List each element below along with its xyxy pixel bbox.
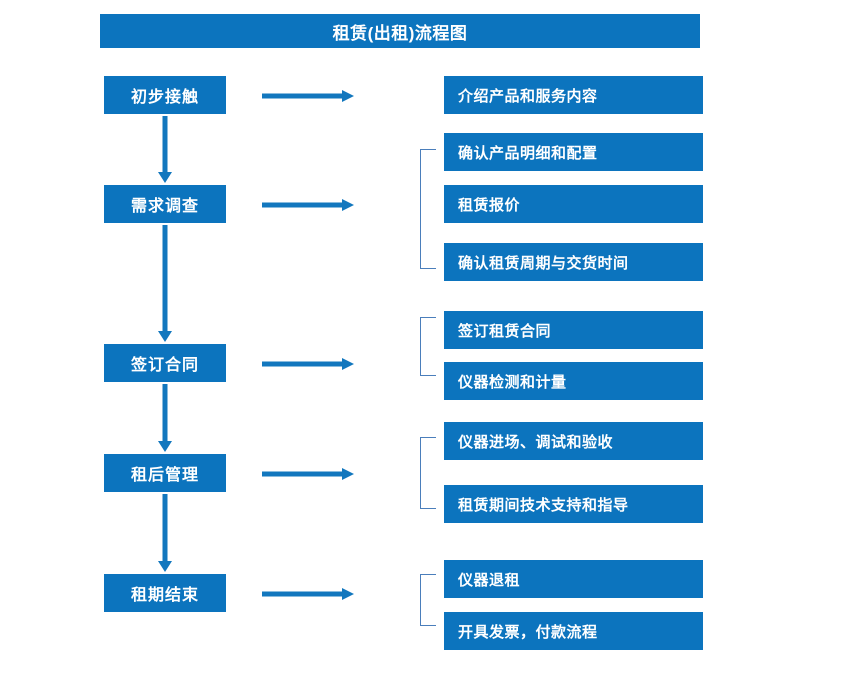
stage-box[interactable]: 需求调查 <box>104 185 226 223</box>
detail-box[interactable]: 签订租赁合同 <box>444 311 703 349</box>
detail-box[interactable]: 租赁期间技术支持和指导 <box>444 485 703 523</box>
stage-box[interactable]: 租后管理 <box>104 454 226 492</box>
stage-box[interactable]: 签订合同 <box>104 344 226 382</box>
detail-box[interactable]: 开具发票，付款流程 <box>444 612 703 650</box>
detail-box[interactable]: 仪器检测和计量 <box>444 362 703 400</box>
arrow-to-end-group <box>262 587 354 601</box>
arrow-to-aftercare-group <box>262 467 354 481</box>
arrow-to-intro <box>262 89 354 103</box>
detail-box[interactable]: 确认租赁周期与交货时间 <box>444 243 703 281</box>
arrow-aftercare-to-end <box>157 494 173 572</box>
detail-box[interactable]: 确认产品明细和配置 <box>444 133 703 171</box>
bracket-aftercare-details <box>420 437 436 509</box>
arrow-survey-to-contract <box>157 225 173 342</box>
arrow-to-contract-group <box>262 357 354 371</box>
arrow-contract-to-aftercare <box>157 384 173 452</box>
bracket-contract-details <box>420 317 436 376</box>
detail-box[interactable]: 仪器进场、调试和验收 <box>444 422 703 460</box>
arrow-to-survey-group <box>262 198 354 212</box>
detail-box[interactable]: 介绍产品和服务内容 <box>444 76 703 114</box>
detail-box[interactable]: 租赁报价 <box>444 185 703 223</box>
bracket-survey-details <box>420 149 436 269</box>
bracket-end-details <box>420 574 436 626</box>
stage-box[interactable]: 租期结束 <box>104 574 226 612</box>
detail-box[interactable]: 仪器退租 <box>444 560 703 598</box>
stage-box[interactable]: 初步接触 <box>104 76 226 114</box>
page-title: 租赁(出租)流程图 <box>100 14 700 48</box>
arrow-contact-to-survey <box>157 116 173 183</box>
